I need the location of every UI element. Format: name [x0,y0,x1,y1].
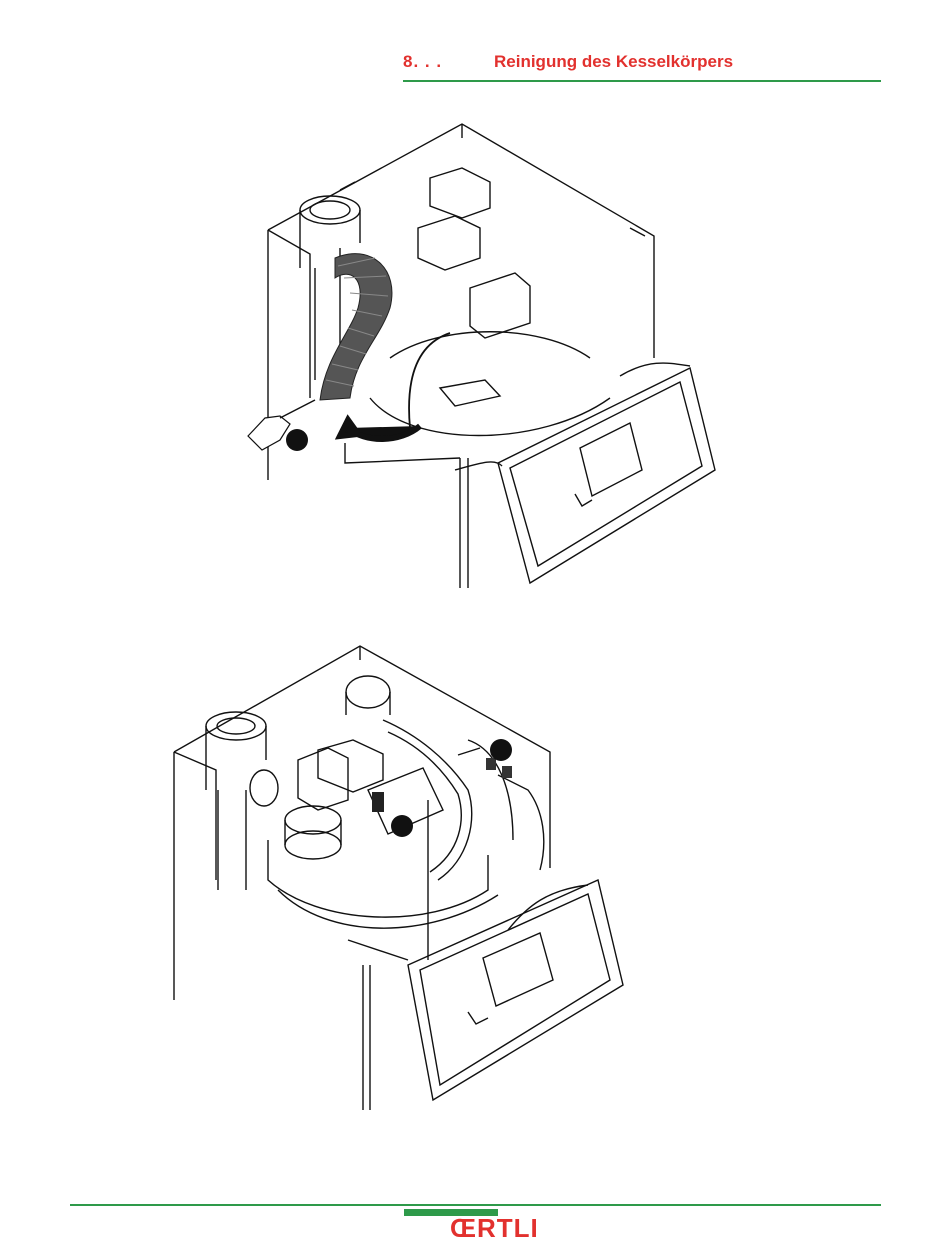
figure-hose-removal [240,118,730,593]
section-header: 8. . . Reinigung des Kesselkörpers [403,50,881,82]
boiler-cabinet [268,124,654,480]
boiler-cabinet-2 [174,646,550,1000]
control-panel-2 [408,880,623,1100]
brand-logo: ŒRTLI [450,1213,550,1243]
section-title: Reinigung des Kesselkörpers [494,52,733,72]
step-marker-1 [490,739,512,761]
hand-illustration [248,416,290,450]
figure-connector-removal [168,640,638,1115]
connector-plug [486,758,496,770]
flexible-hose [320,254,392,400]
connector-socket [502,766,512,778]
step-marker-2 [391,815,413,837]
footer-divider [70,1204,881,1206]
step-marker-1 [286,429,308,451]
flue-pipe-top [300,196,360,224]
pcb-connector [372,792,384,812]
rotation-arrow [340,420,420,439]
section-number: 8. . . [403,52,442,72]
